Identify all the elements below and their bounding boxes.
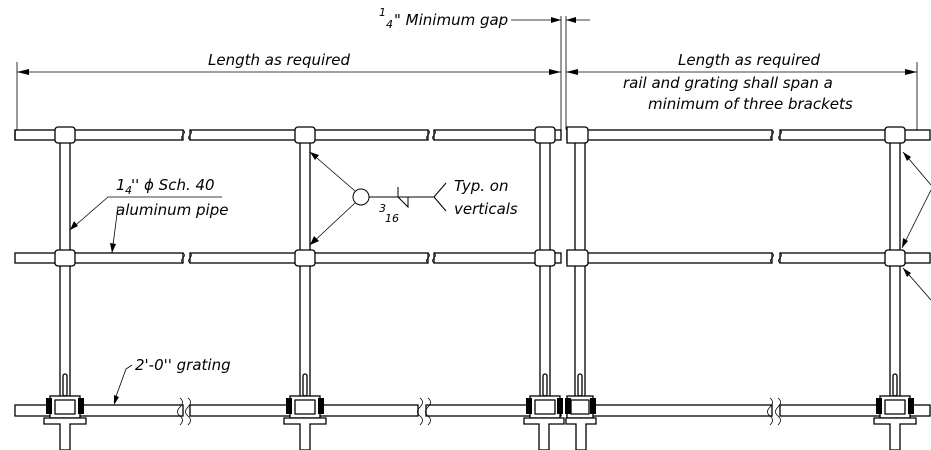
post-2 — [294, 126, 316, 397]
gap-label: " Minimum gap — [394, 11, 508, 29]
post-1 — [54, 126, 76, 397]
grating-note: 2'-0'' grating — [135, 356, 231, 374]
bracket-5 — [873, 373, 917, 450]
weld-size-num: 3 — [379, 202, 386, 215]
gap-fraction-den: 4 — [386, 18, 393, 31]
typ-note-line1: Typ. on — [454, 177, 508, 195]
leaders — [69, 151, 931, 405]
notes: 1 4 " Minimum gap Length as required Len… — [116, 6, 853, 374]
vertical-posts — [14, 126, 906, 397]
dimension-lines — [16, 16, 918, 130]
gap-fraction-num: 1 — [379, 6, 386, 19]
weld-size-den: 16 — [385, 212, 399, 225]
post-3 — [534, 126, 556, 397]
bracket-1 — [43, 373, 87, 450]
pipe-size-num: 1 — [116, 176, 126, 194]
bracket-2 — [283, 373, 327, 450]
typ-note-line2: verticals — [454, 200, 518, 218]
length-left-label: Length as required — [208, 51, 351, 69]
pipe-note-line1: '' ϕ Sch. 40 — [131, 176, 215, 194]
span-note-line1: rail and grating shall span a — [623, 74, 833, 92]
grating — [14, 397, 931, 426]
bracket-4 — [565, 373, 597, 450]
top-rail — [14, 129, 931, 141]
pipe-note-line2: aluminum pipe — [116, 201, 228, 219]
bracket-3 — [523, 373, 565, 450]
span-note-line2: minimum of three brackets — [648, 95, 853, 113]
pipe-size-den: 4 — [125, 184, 132, 197]
mid-rail — [14, 252, 931, 264]
length-right-label: Length as required — [678, 51, 821, 69]
post-5 — [884, 126, 906, 397]
post-4 — [566, 126, 589, 397]
brackets-and-beams — [43, 373, 917, 450]
